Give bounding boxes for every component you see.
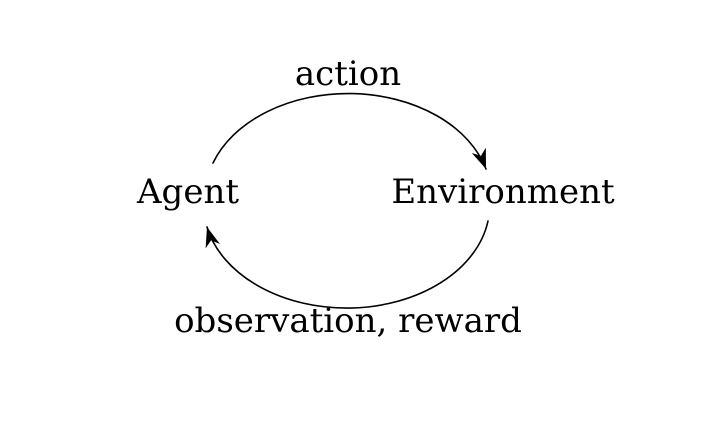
action-edge-label: action	[294, 54, 402, 94]
observation-reward-edge-label: observation, reward	[174, 301, 522, 341]
action-arrow	[212, 92, 487, 170]
environment-node-label: Environment	[391, 172, 615, 212]
observation-reward-arrow	[205, 220, 489, 309]
agent-node-label: Agent	[137, 172, 239, 212]
